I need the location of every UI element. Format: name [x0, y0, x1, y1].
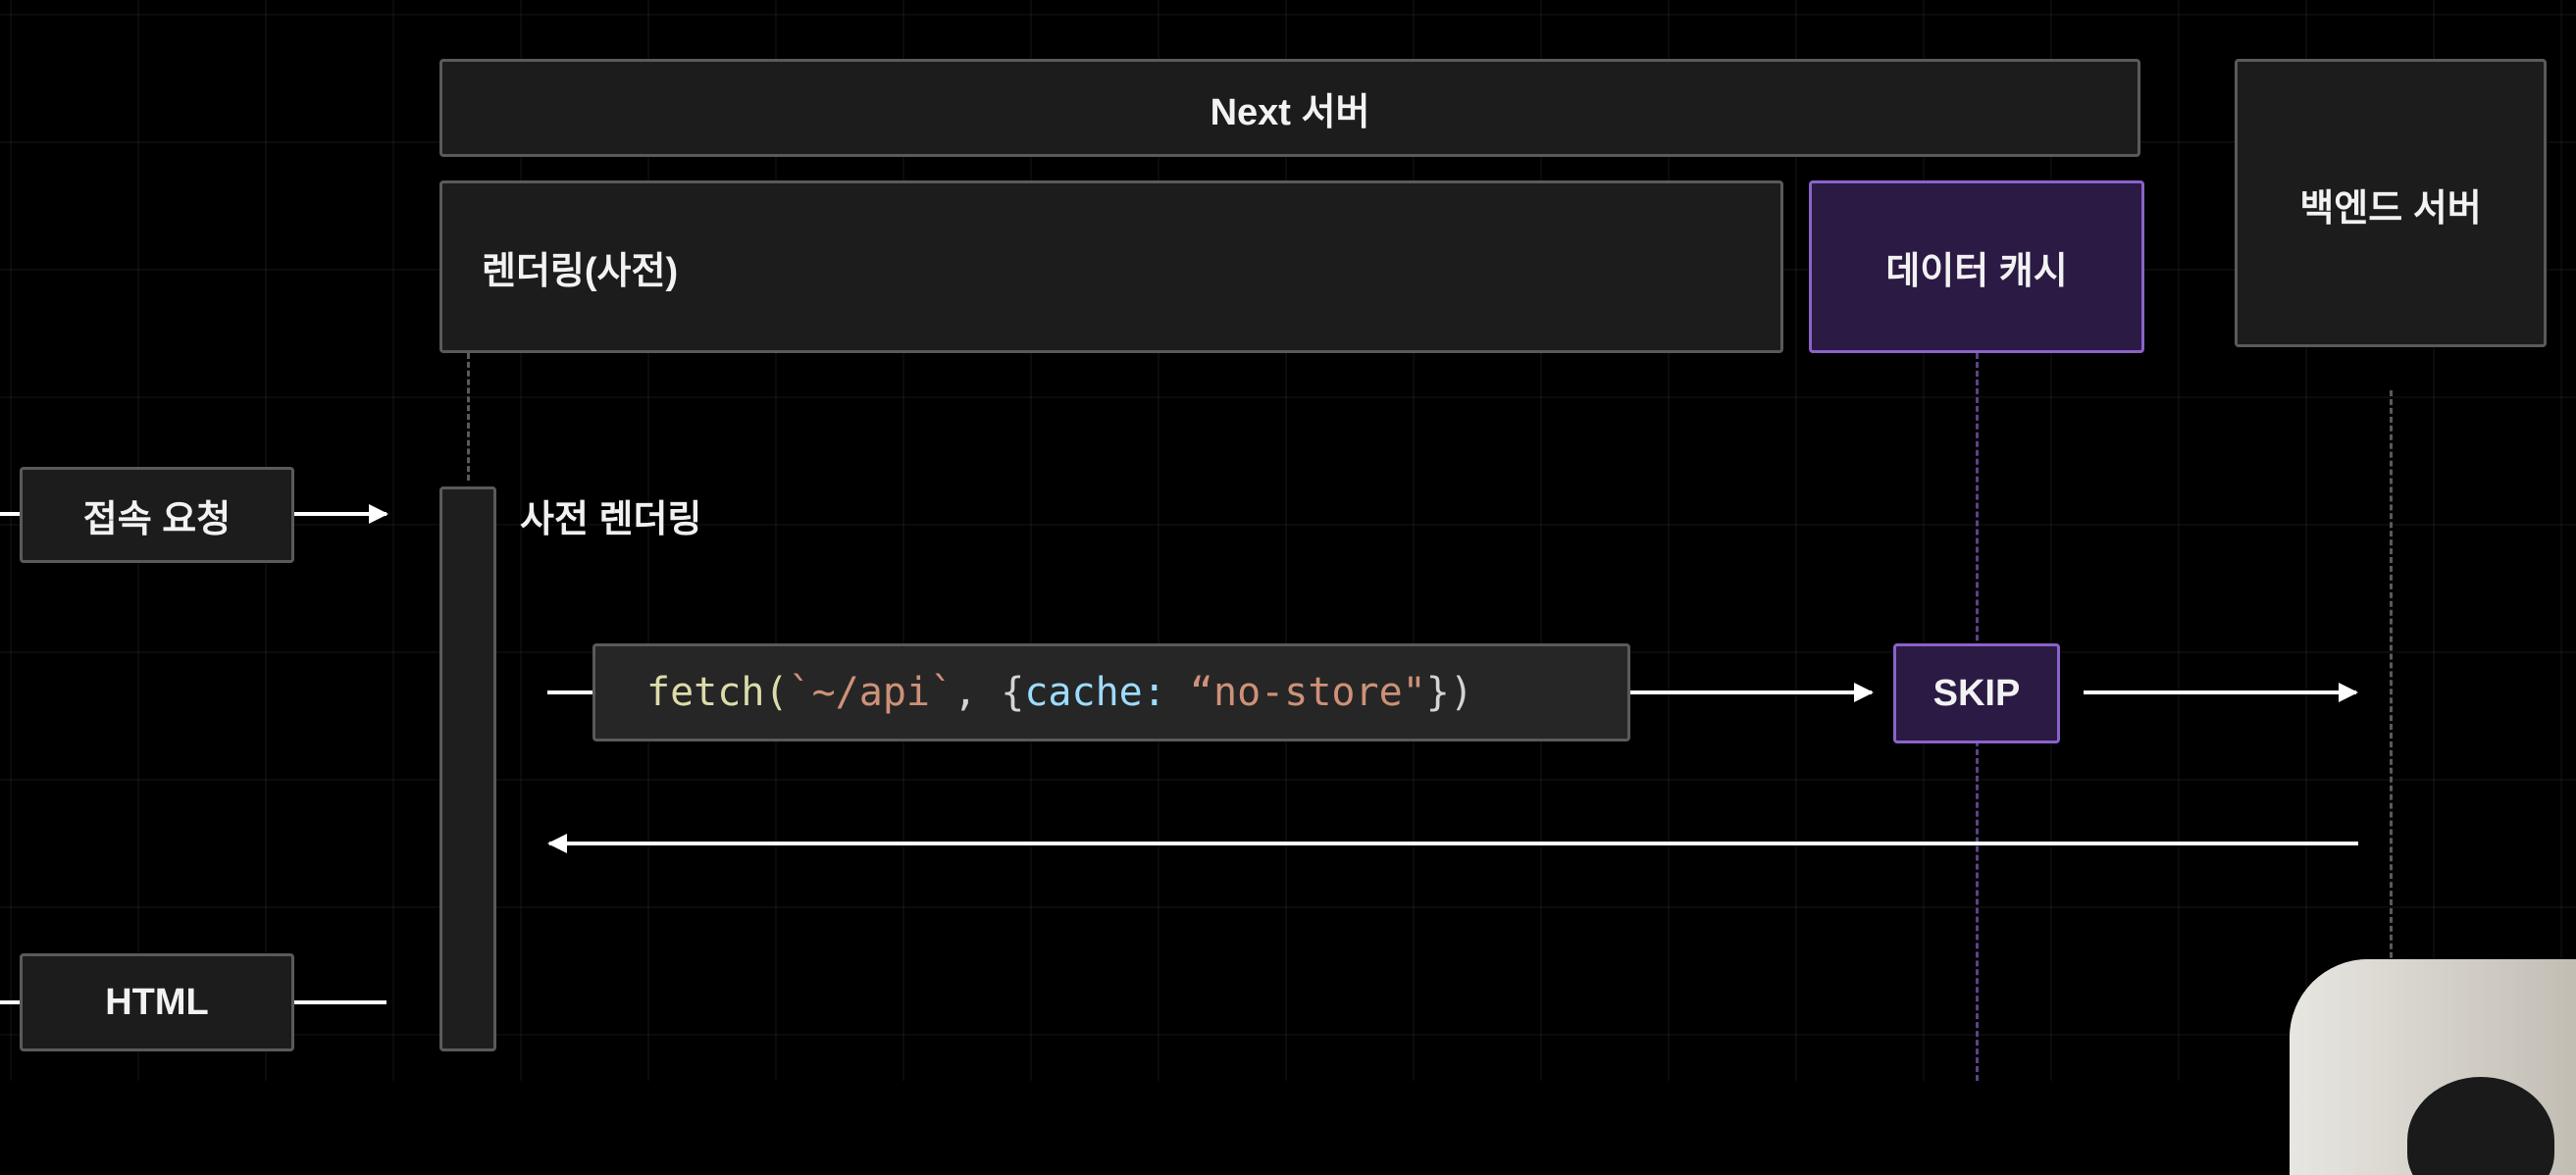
skip-box: SKIP: [1893, 643, 2060, 743]
next-server-label: Next 서버: [1210, 91, 1370, 133]
next-server-header: Next 서버: [439, 59, 2140, 157]
fetch-sep: , {: [953, 670, 1025, 715]
fetch-key: cache:: [1024, 670, 1166, 715]
backend-server-label: 백엔드 서버: [2299, 188, 2482, 230]
html-label: HTML: [105, 981, 209, 1023]
skip-label: SKIP: [1932, 672, 2021, 714]
prerender-label: 사전 렌더링: [520, 499, 702, 540]
data-cache-label: 데이터 캐시: [1885, 250, 2068, 292]
presenter-webcam: [2290, 959, 2576, 1175]
request-label: 접속 요청: [82, 498, 232, 540]
rendering-lane-label: 렌더링(사전): [482, 250, 679, 292]
fetch-url: `~/api`: [788, 670, 954, 715]
background-grid: [0, 0, 2576, 1081]
backend-lifeline: [2390, 390, 2393, 1081]
rendering-lane: 렌더링(사전): [439, 180, 1783, 353]
fetch-code-box: fetch(`~/api`, {cache: “no-store"}): [592, 643, 1630, 741]
html-box: HTML: [20, 953, 294, 1051]
rendering-activation-bar: [439, 486, 496, 1051]
fetch-end: }): [1425, 670, 1473, 715]
rendering-lifeline: [467, 353, 470, 481]
fetch-fn: fetch(: [646, 670, 789, 715]
fetch-val: “no-store": [1165, 670, 1426, 715]
data-cache-lane: 데이터 캐시: [1809, 180, 2144, 353]
request-box: 접속 요청: [20, 467, 294, 563]
arrows-layer: [0, 504, 2358, 1004]
backend-server-lane: 백엔드 서버: [2235, 59, 2547, 347]
